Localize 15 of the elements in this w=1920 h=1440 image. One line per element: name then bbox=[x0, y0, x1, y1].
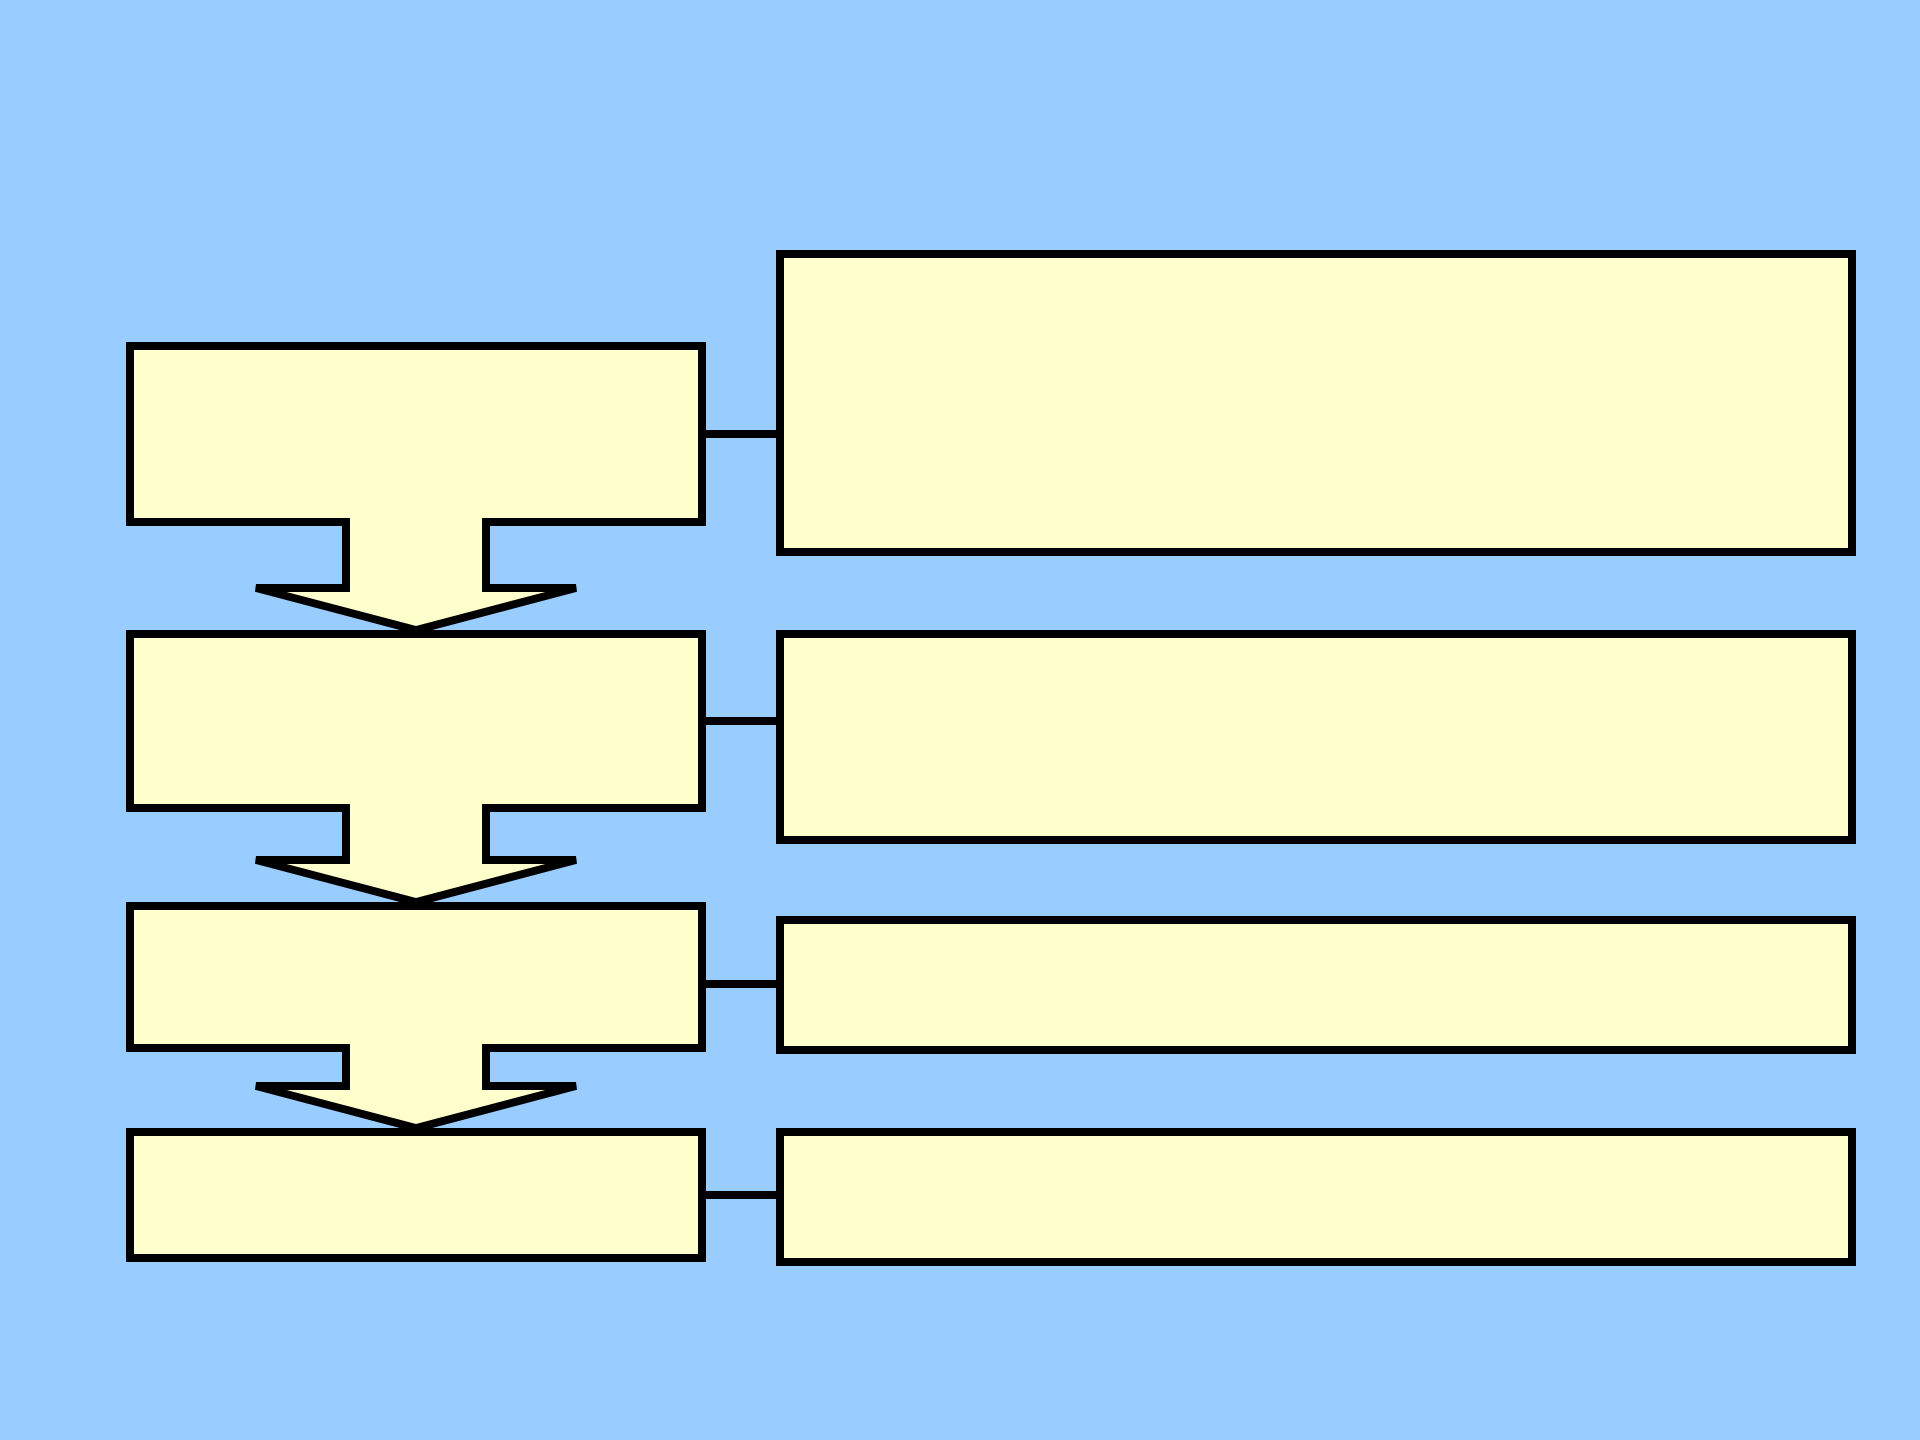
detail-box bbox=[776, 1128, 1856, 1266]
flow-step-box bbox=[126, 902, 706, 1052]
connector-line bbox=[706, 1191, 776, 1199]
connector-line bbox=[706, 430, 776, 438]
block-arrow bbox=[252, 1040, 580, 1133]
detail-box bbox=[776, 916, 1856, 1054]
block-arrow bbox=[252, 800, 580, 907]
connector-line bbox=[706, 717, 776, 725]
flow-step-box bbox=[126, 342, 706, 526]
flow-step-box bbox=[126, 630, 706, 812]
detail-box bbox=[776, 630, 1856, 844]
connector-line bbox=[706, 980, 776, 988]
detail-box bbox=[776, 250, 1856, 556]
flow-step-box bbox=[126, 1128, 706, 1262]
block-arrow bbox=[252, 514, 580, 635]
